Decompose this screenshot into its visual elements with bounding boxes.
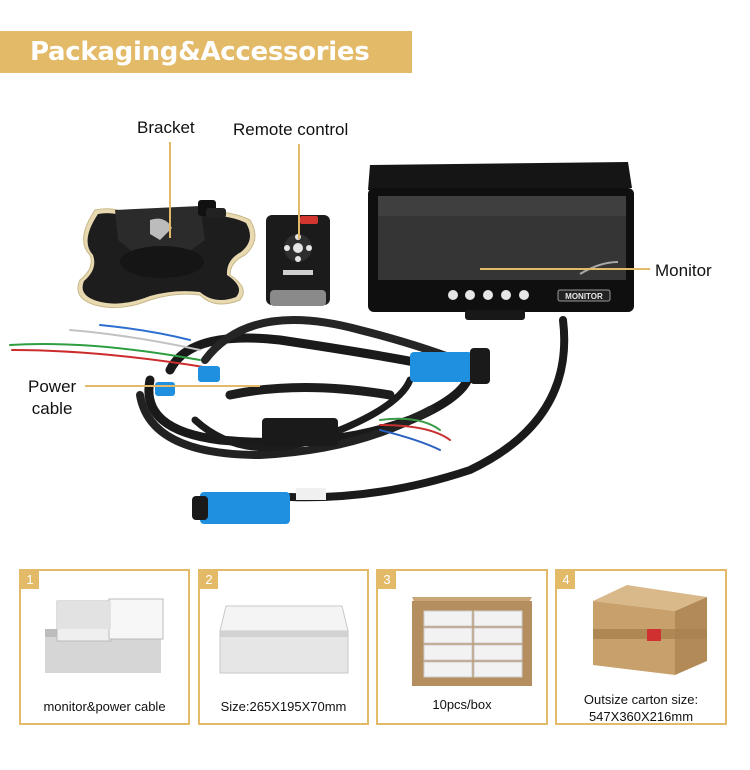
package-card-2: 2 Size:265X195X70mm <box>198 569 369 725</box>
power-cable-image <box>9 316 569 502</box>
remote-control-label: Remote control <box>233 120 349 139</box>
power-cable-pointer <box>85 385 260 387</box>
card-caption: Outsize carton size: <box>583 692 699 707</box>
shipping-carton-image <box>593 585 707 675</box>
power-cable-label-line1: Power <box>28 377 77 396</box>
card-caption: Size:265X195X70mm <box>220 699 347 714</box>
monitor-image: MONITOR <box>368 162 634 320</box>
card-caption: monitor&power cable <box>43 699 166 714</box>
remote-control-pointer <box>298 144 300 239</box>
section-banner: Packaging&Accessories <box>0 31 412 73</box>
card-number-badge: 4 <box>557 571 575 589</box>
monitor-label: Monitor <box>655 261 712 280</box>
product-photo: MONITOR <box>9 162 634 524</box>
bracket-image <box>77 200 256 309</box>
monitor-brand-text: MONITOR <box>565 292 603 301</box>
monitor-pointer <box>480 268 650 270</box>
power-cable-label: Power cable <box>28 376 76 420</box>
remote-control-image <box>266 215 330 306</box>
bracket-label: Bracket <box>137 118 195 137</box>
power-cable-label-line2: cable <box>31 399 73 418</box>
card-number-badge: 1 <box>21 571 39 589</box>
card-caption: 10pcs/box <box>432 697 492 712</box>
card-caption-line2: 547X360X216mm <box>588 709 694 724</box>
bracket-pointer <box>169 142 171 238</box>
card-number-badge: 3 <box>378 571 396 589</box>
card-number-badge: 2 <box>200 571 218 589</box>
cable-connector-image <box>155 348 490 524</box>
package-card-1: 1 monitor&power cable <box>19 569 190 725</box>
closed-box-image <box>219 605 349 674</box>
package-card-4: 4 Outsize carton size: 547X360X216mm <box>555 569 727 725</box>
boxes-in-carton-image <box>412 597 532 686</box>
package-card-3: 3 10pcs/box <box>376 569 548 725</box>
open-box-image <box>45 598 164 673</box>
